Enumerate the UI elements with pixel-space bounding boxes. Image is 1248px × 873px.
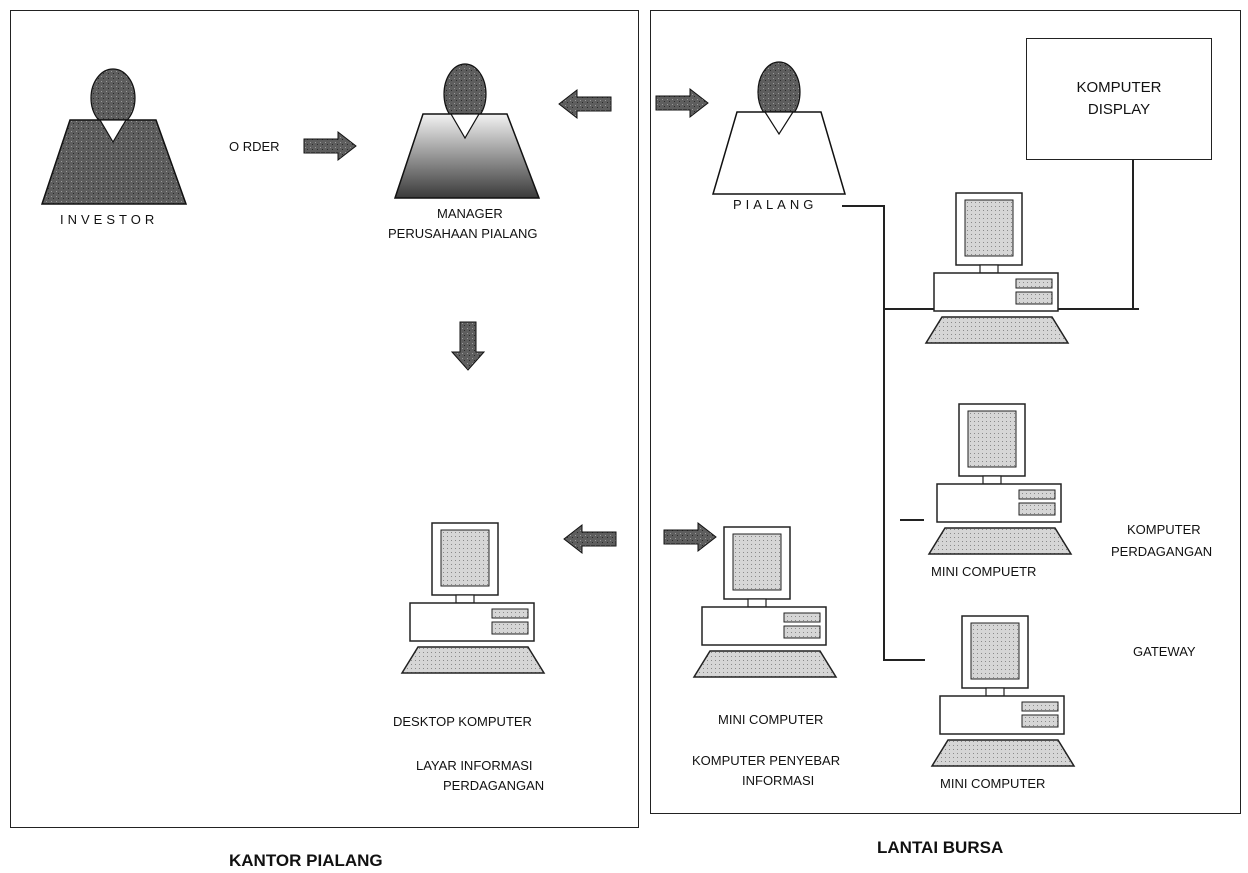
manager-label-line1: MANAGER bbox=[437, 206, 503, 221]
line-pialang-to-bus bbox=[842, 205, 885, 207]
kantor-pialang-caption: KANTOR PIALANG bbox=[229, 851, 383, 870]
layar-informasi-line1: LAYAR INFORMASI bbox=[416, 758, 533, 773]
mini-compuetr-label: MINI COMPUETR bbox=[931, 564, 1037, 579]
lantai-bursa-panel bbox=[650, 10, 1241, 814]
desktop-komputer-label: DESKTOP KOMPUTER bbox=[393, 714, 532, 729]
komputer-perdagangan-line1: KOMPUTER bbox=[1127, 522, 1201, 537]
line-bus-to-gateway bbox=[883, 659, 925, 661]
mini-computer-label: MINI COMPUTER bbox=[718, 712, 824, 727]
pialang-computer-icon bbox=[925, 192, 1069, 344]
komputer-display-box: KOMPUTER DISPLAY bbox=[1026, 38, 1212, 160]
manager-label-line2: PERUSAHAAN PIALANG bbox=[388, 226, 538, 241]
display-label-line2: DISPLAY bbox=[1087, 101, 1151, 118]
manager-figure bbox=[393, 63, 541, 199]
arrow-left-to-manager bbox=[558, 88, 612, 120]
gateway-label: GATEWAY bbox=[1133, 644, 1196, 659]
display-label-line1: KOMPUTER bbox=[1076, 79, 1162, 96]
investor-figure bbox=[40, 68, 188, 205]
investor-label: INVESTOR bbox=[60, 212, 159, 227]
order-label: O RDER bbox=[229, 139, 280, 154]
arrow-right-to-mini-computer bbox=[663, 521, 717, 553]
order-arrow bbox=[303, 130, 357, 162]
line-bus-to-mini-compuetr bbox=[900, 519, 924, 521]
mini-computer-icon bbox=[693, 526, 837, 678]
arrow-right-to-pialang bbox=[655, 87, 709, 119]
lantai-bursa-caption: LANTAI BURSA bbox=[877, 838, 1004, 857]
down-arrow bbox=[450, 321, 486, 371]
line-display-down bbox=[1132, 160, 1134, 310]
gateway-computer-icon bbox=[931, 615, 1075, 767]
penyebar-informasi-line1: KOMPUTER PENYEBAR bbox=[692, 753, 841, 768]
gateway-computer-label: MINI COMPUTER bbox=[940, 776, 1046, 791]
pialang-label: PIALANG bbox=[733, 197, 818, 212]
komputer-perdagangan-line2: PERDAGANGAN bbox=[1111, 544, 1213, 559]
network-bus bbox=[883, 205, 885, 660]
desktop-komputer-icon bbox=[401, 522, 545, 674]
penyebar-informasi-line2: INFORMASI bbox=[742, 773, 815, 788]
mini-compuetr-icon bbox=[928, 403, 1072, 555]
kantor-pialang-panel bbox=[10, 10, 639, 828]
pialang-figure bbox=[711, 61, 847, 195]
arrow-left-to-desktop bbox=[563, 523, 617, 555]
layar-informasi-line2: PERDAGANGAN bbox=[443, 778, 545, 793]
